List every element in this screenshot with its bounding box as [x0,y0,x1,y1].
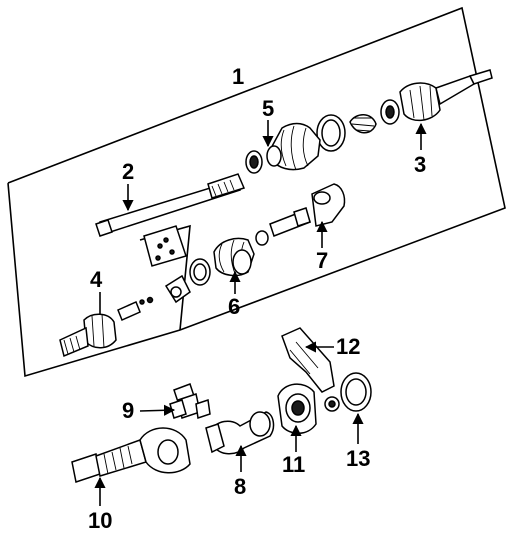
companion-shaft [71,427,191,483]
callout-label-6: 6 [228,294,240,319]
callout-12: 12 [304,334,360,359]
callout-8: 8 [234,444,247,499]
callout-11: 11 [282,424,305,477]
outer-boot [245,114,346,174]
callout-label-2: 2 [122,159,134,184]
callout-9: 9 [122,398,176,423]
callout-1: 1 [232,64,244,89]
callout-5: 5 [262,96,274,148]
callout-label-11: 11 [282,452,305,477]
callout-13: 13 [346,412,370,471]
callout-10: 10 [88,476,112,533]
callout-label-13: 13 [346,446,370,471]
callout-label-12: 12 [336,334,360,359]
inner-boot [189,230,269,286]
callout-6: 6 [228,270,241,319]
axle-shaft [95,173,246,237]
callout-7: 7 [316,220,328,273]
oil-seal [340,372,372,412]
cv-bearing [349,99,400,134]
bearing-housing [277,383,340,434]
assembly-outline [7,6,506,378]
callout-label-8: 8 [234,474,246,499]
callout-label-4: 4 [90,267,103,292]
callout-4: 4 [90,267,103,314]
callout-label-5: 5 [262,96,274,121]
callout-label-3: 3 [414,152,426,177]
support-bracket [281,327,335,393]
callout-label-9: 9 [122,398,134,423]
inner-joint-kit [117,225,191,322]
callout-label-10: 10 [88,508,112,533]
callout-label-1: 1 [232,64,244,89]
callout-label-7: 7 [316,248,328,273]
callout-3: 3 [414,122,427,177]
slip-yoke [205,411,275,455]
inner-cv-joint [59,313,117,358]
callout-2: 2 [122,159,134,212]
universal-joint [169,383,211,419]
outer-cv-joint [399,69,493,122]
tripod-housing [269,183,346,237]
